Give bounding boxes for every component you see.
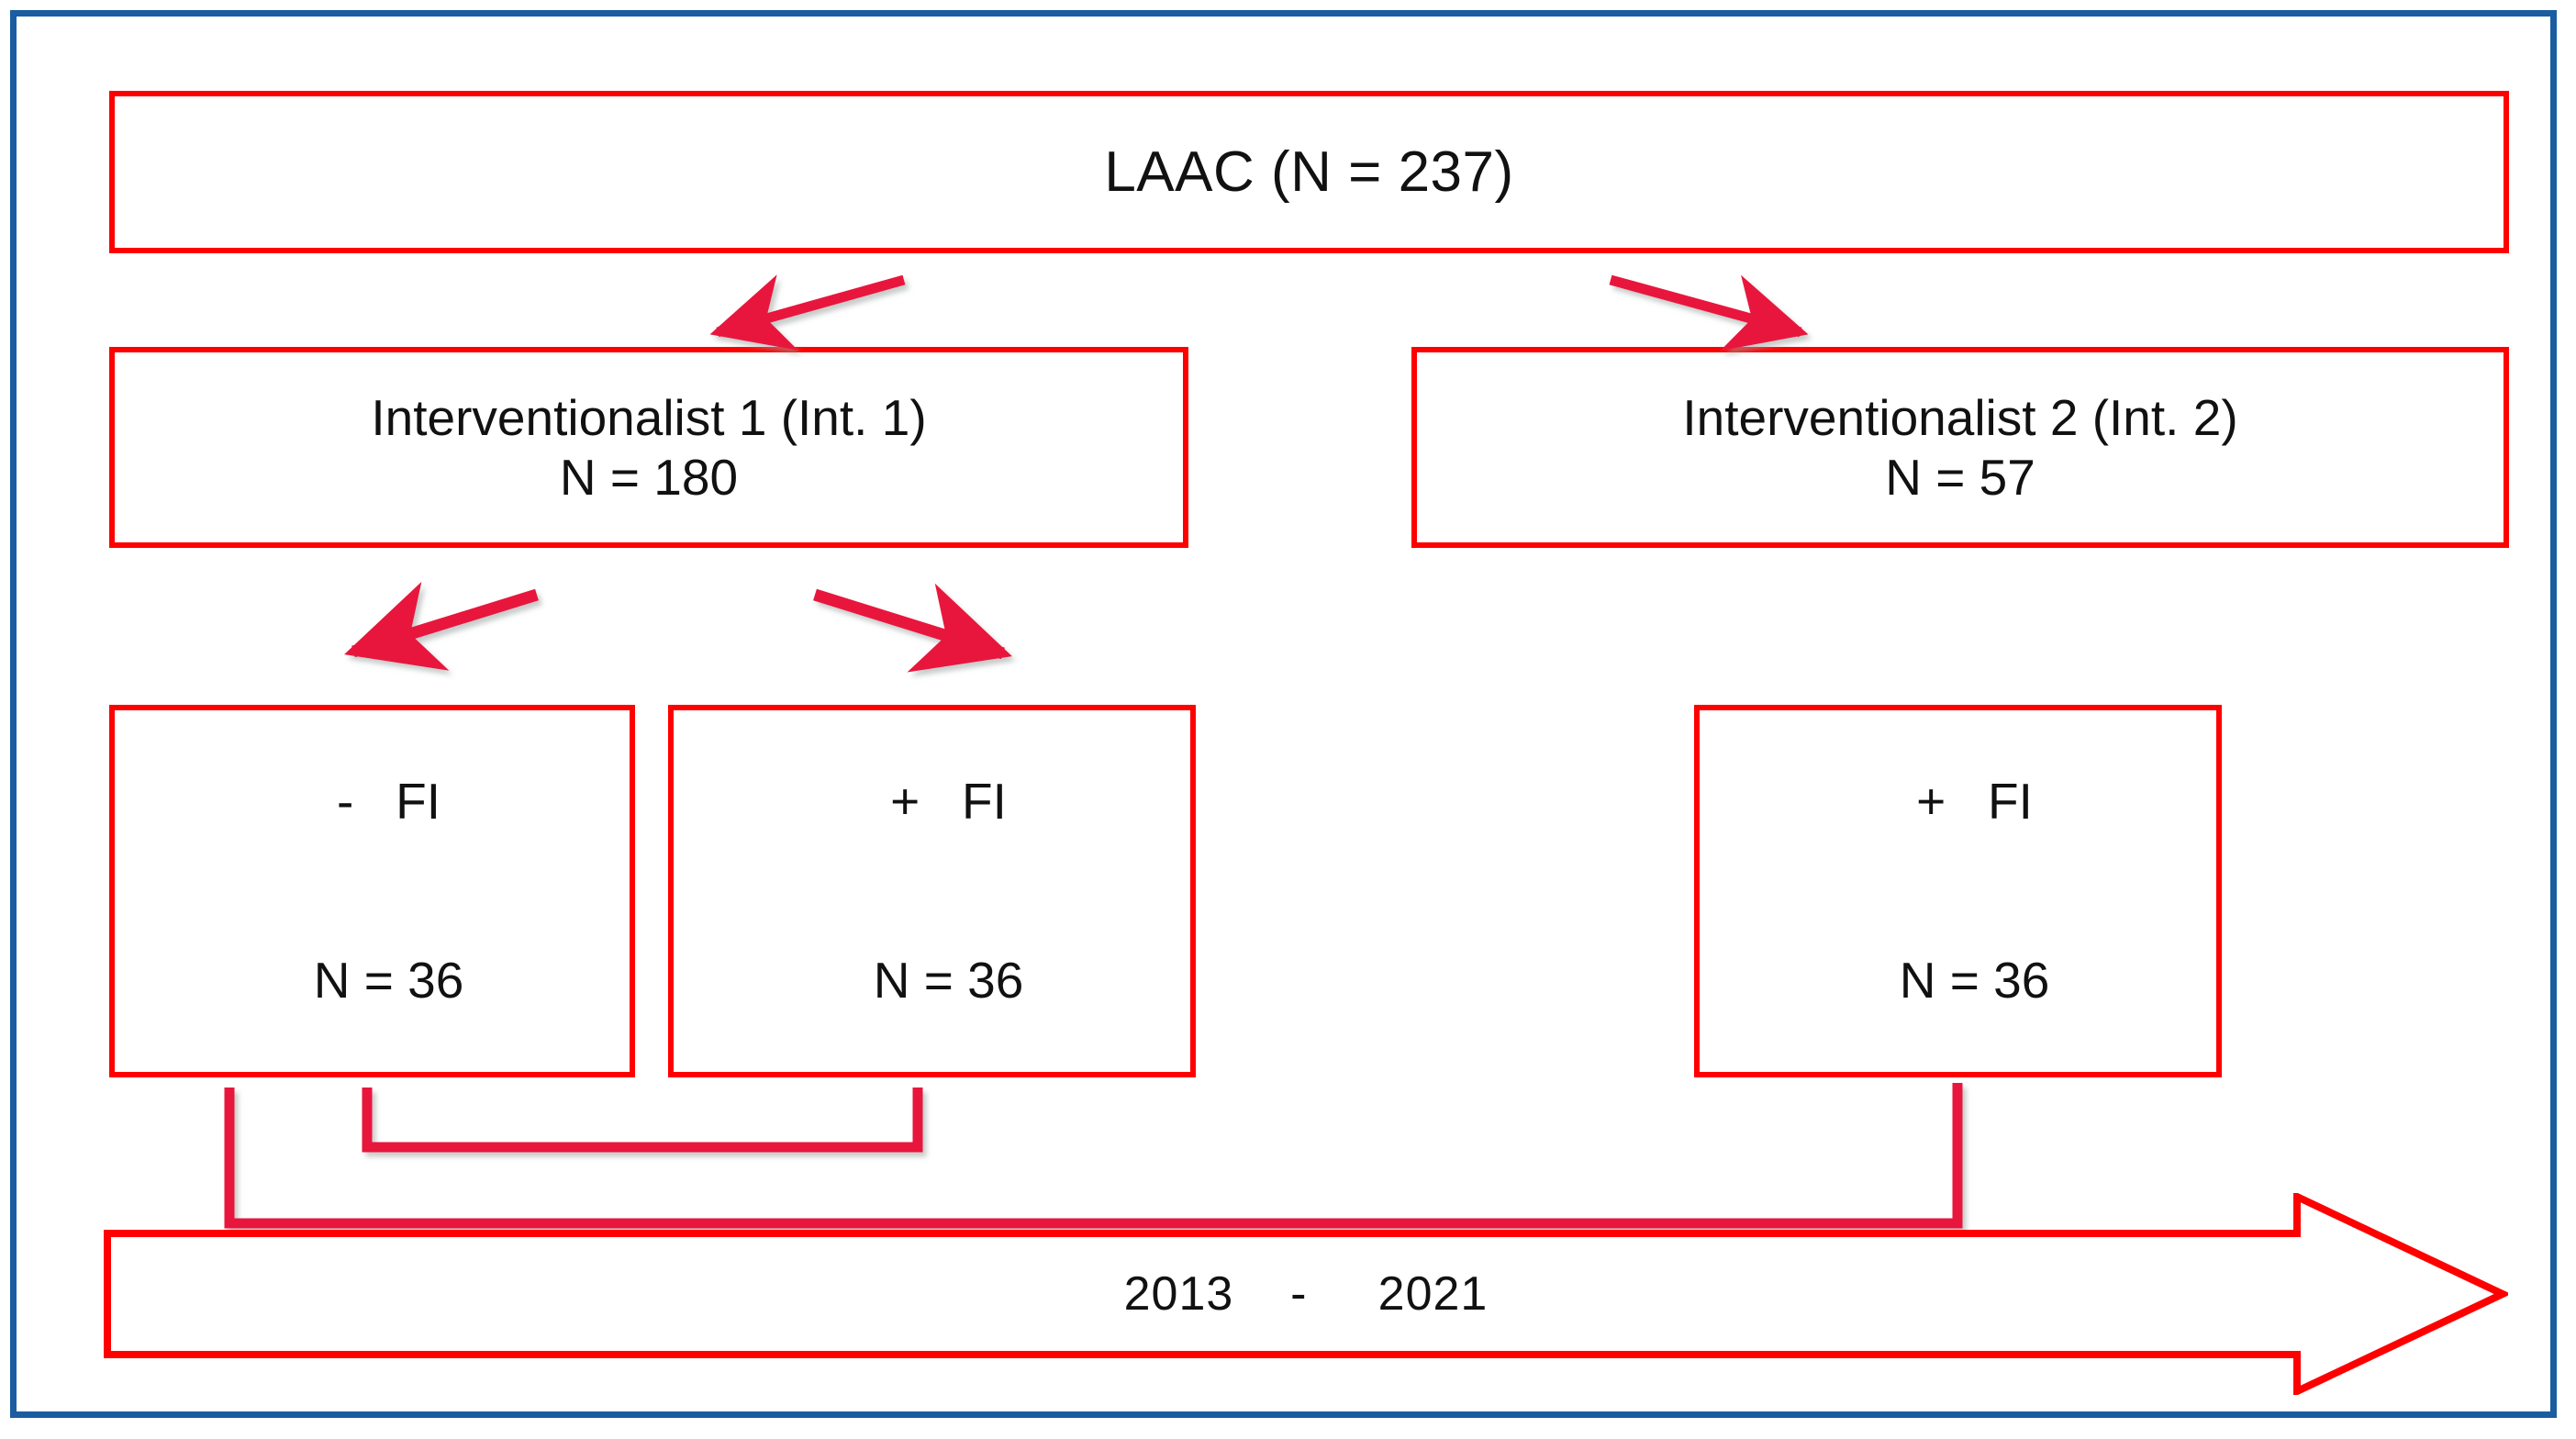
node-fi-positive-int1-count: N = 36: [873, 951, 1024, 1009]
node-interventionalist-2-count: N = 57: [1885, 448, 2035, 506]
timeline-block-arrow: [104, 1193, 2508, 1395]
node-fi-positive-int1-text: + FI N = 36: [874, 653, 1024, 1129]
node-interventionalist-1: Interventionalist 1 (Int. 1) N = 180: [109, 347, 1188, 548]
node-fi-negative-int1-label: - FI: [336, 773, 441, 831]
node-fi-positive-int2-count: N = 36: [1899, 951, 2050, 1009]
node-interventionalist-2-label: Interventionalist 2 (Int. 2): [1682, 388, 2238, 446]
node-laac: LAAC (N = 237): [109, 91, 2509, 253]
node-interventionalist-1-count: N = 180: [559, 448, 739, 506]
node-fi-negative-int1-text: - FI N = 36: [314, 653, 464, 1129]
node-fi-positive-int2-label: + FI: [1916, 773, 2033, 831]
node-fi-positive-int2: + FI N = 36: [1694, 705, 2222, 1077]
node-interventionalist-1-label: Interventionalist 1 (Int. 1): [371, 388, 927, 446]
node-fi-negative-int1: - FI N = 36: [109, 705, 635, 1077]
node-fi-positive-int2-text: + FI N = 36: [1900, 653, 2050, 1129]
node-interventionalist-2: Interventionalist 2 (Int. 2) N = 57: [1411, 347, 2509, 548]
node-fi-positive-int1-label: + FI: [890, 773, 1007, 831]
node-fi-negative-int1-count: N = 36: [313, 951, 464, 1009]
node-laac-label: LAAC (N = 237): [1104, 139, 1514, 204]
node-fi-positive-int1: + FI N = 36: [668, 705, 1196, 1077]
